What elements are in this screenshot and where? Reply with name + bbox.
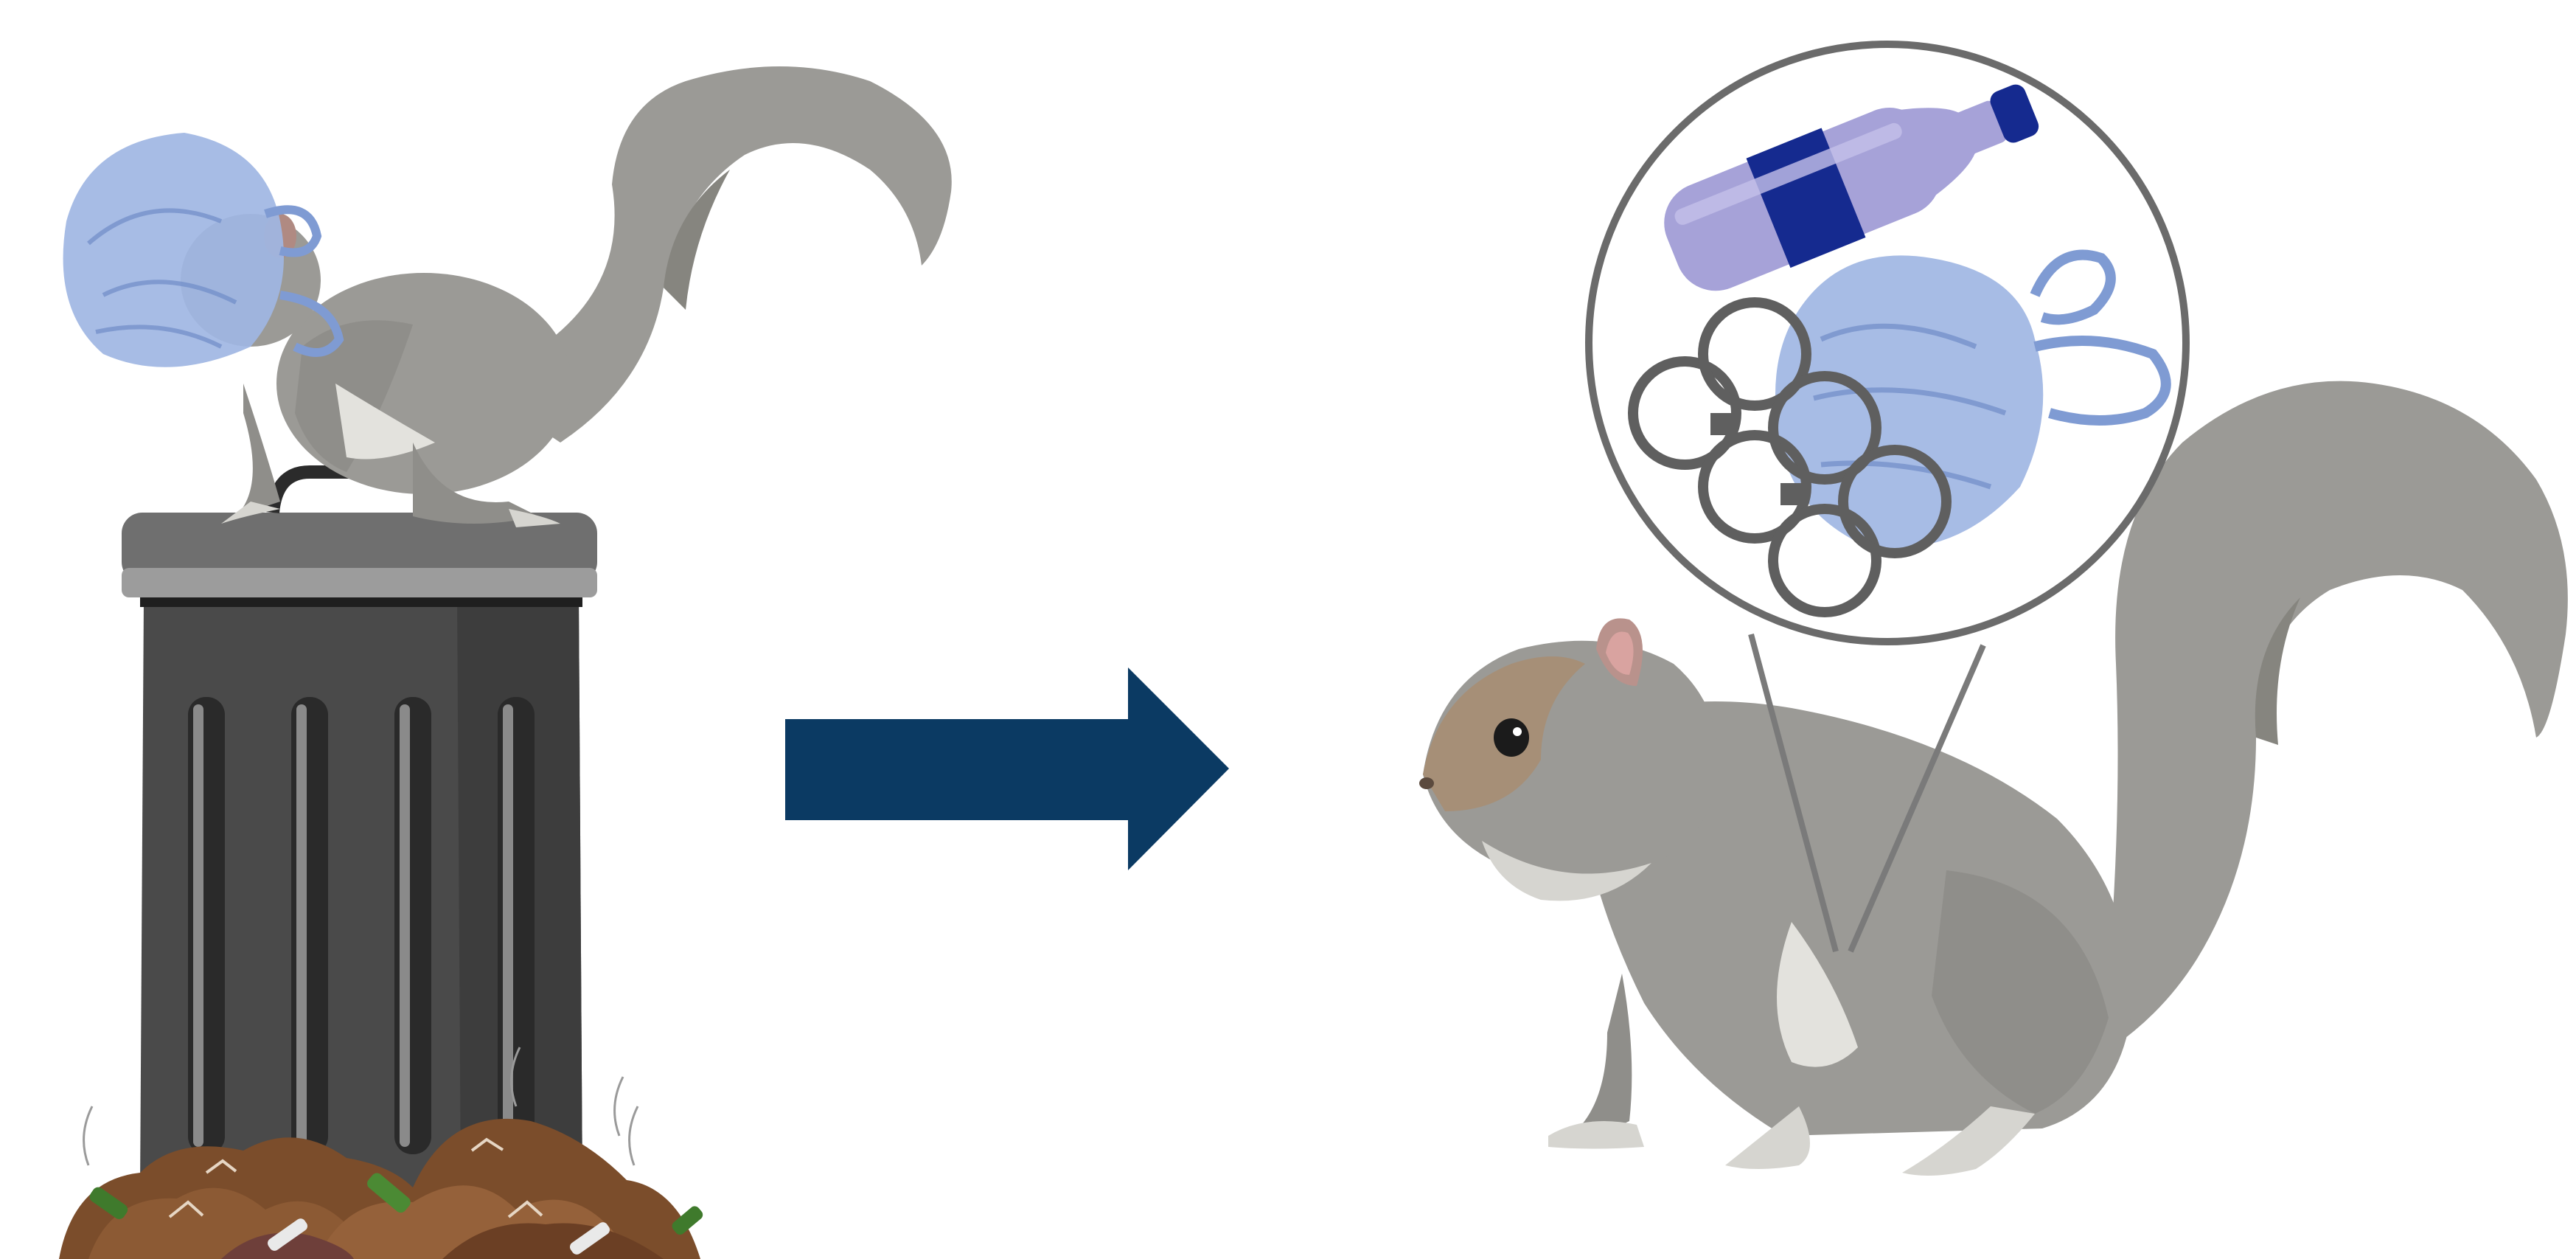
after-panel: [1419, 44, 2568, 1176]
before-panel: [59, 66, 952, 1259]
trash-can-icon: [122, 472, 597, 1187]
right-arrow-icon: [785, 667, 1229, 870]
